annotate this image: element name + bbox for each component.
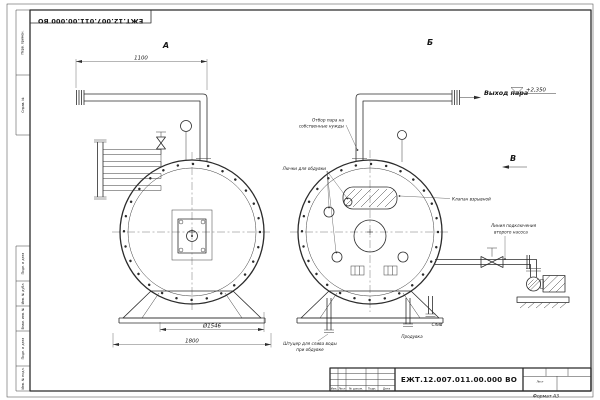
sheet-label: Лист bbox=[536, 380, 543, 384]
support-a bbox=[118, 290, 266, 324]
view-a-label: А bbox=[162, 41, 169, 50]
margin-label: Инв. № дубл. bbox=[21, 283, 25, 305]
steam-outlet-label: Выход пара bbox=[484, 89, 528, 97]
margin-stamps: Перв. примен. Справ. № Подп. и дата Инв.… bbox=[15, 9, 30, 392]
top-valve-a bbox=[156, 131, 166, 166]
view-v-label: В bbox=[510, 154, 516, 163]
second-pump-callout: Линия подключения второго насоса bbox=[490, 223, 537, 260]
own-needs-line1: Отбор пара на bbox=[312, 118, 344, 123]
explosion-valve-label: Клапан взрывной bbox=[452, 197, 491, 202]
blowdown-label: Продувка bbox=[401, 334, 423, 339]
stamp-col-list: Лист bbox=[338, 387, 345, 391]
steam-pipe-a bbox=[76, 90, 211, 161]
drain-label: Слив bbox=[432, 322, 443, 327]
manhole-a bbox=[171, 209, 213, 261]
designation: ЕЖТ.12.007.011.00.000 ВО bbox=[401, 375, 517, 384]
feed-pump bbox=[516, 275, 570, 309]
dim-1546: Ø1546 bbox=[202, 323, 222, 330]
sight-port bbox=[353, 219, 387, 253]
view-a: А bbox=[75, 41, 272, 348]
sludge-line1: Штуцер для слива воды bbox=[283, 341, 337, 346]
support-b bbox=[296, 290, 444, 324]
dim-base-width: 1800 bbox=[112, 333, 272, 348]
rotated-designation: ЕЖТ.12.007.011.00.000 ВО bbox=[37, 17, 143, 25]
gauge-ladder bbox=[94, 139, 162, 200]
dim-shell-diameter: Ø1546 bbox=[159, 312, 265, 332]
format-label: Формат А3 bbox=[533, 394, 559, 400]
drain-stub: Слив bbox=[425, 296, 443, 327]
level-mark-label: +2,350 bbox=[526, 88, 547, 94]
sheet-frame bbox=[6, 3, 594, 398]
steam-pipe-b bbox=[352, 90, 460, 161]
vent-fitting bbox=[397, 130, 407, 162]
boiler-shell-b bbox=[297, 159, 443, 305]
second-pump-line2: второго насоса bbox=[494, 230, 528, 235]
title-block: Изм. Лист № докум. Подп. Дата ЕЖТ.12.007… bbox=[329, 367, 592, 392]
own-needs-line2: собственные нужды bbox=[299, 124, 345, 129]
nozzles bbox=[323, 197, 409, 276]
dim-top-width: 1100 bbox=[75, 56, 208, 90]
second-pump-line1: Линия подключения bbox=[490, 223, 537, 228]
level-mark: +2,350 bbox=[510, 87, 556, 94]
rotated-designation-box: ЕЖТ.12.007.011.00.000 ВО bbox=[29, 9, 152, 25]
dim-1100: 1100 bbox=[134, 56, 148, 62]
margin-label: Подп. и дата bbox=[21, 253, 25, 275]
view-b-label: Б bbox=[427, 38, 433, 47]
view-b: Б bbox=[282, 38, 570, 352]
margin-label: Справ. № bbox=[21, 97, 25, 113]
blowdown-stub: Продувка bbox=[401, 298, 423, 339]
view-v-marker: В bbox=[502, 154, 527, 169]
stamp-col-podp: Подп. bbox=[368, 387, 377, 391]
margin-label: Перв. примен. bbox=[21, 31, 25, 55]
boiler-shell-a bbox=[119, 159, 265, 305]
stamp-col-dokum: № докум. bbox=[349, 387, 363, 391]
blow-hatches-label: Лючки для обдувки bbox=[282, 166, 327, 171]
sludge-stub: Штуцер для слива воды при обдувке bbox=[283, 298, 337, 352]
sludge-line2: при обдувке bbox=[296, 347, 324, 352]
margin-label: Подп. и дата bbox=[21, 338, 25, 360]
margin-label: Взам. инв. № bbox=[21, 307, 25, 329]
steam-outlet-callout: Выход пара bbox=[460, 89, 528, 100]
dim-1800: 1800 bbox=[185, 339, 199, 345]
stamp-col-izm: Изм. bbox=[331, 387, 338, 391]
pressure-gauge-a bbox=[180, 120, 192, 160]
explosion-valve-callout: Клапан взрывной bbox=[398, 195, 491, 202]
blow-hatches-callout: Лючки для обдувки bbox=[282, 166, 349, 254]
explosion-valve-hatch bbox=[342, 186, 398, 210]
stamp-col-data: Дата bbox=[383, 387, 391, 391]
second-pump-piping bbox=[435, 247, 541, 277]
margin-label: Инв. № подл. bbox=[21, 368, 25, 390]
own-needs-callout: Отбор пара на собственные нужды bbox=[299, 118, 359, 151]
